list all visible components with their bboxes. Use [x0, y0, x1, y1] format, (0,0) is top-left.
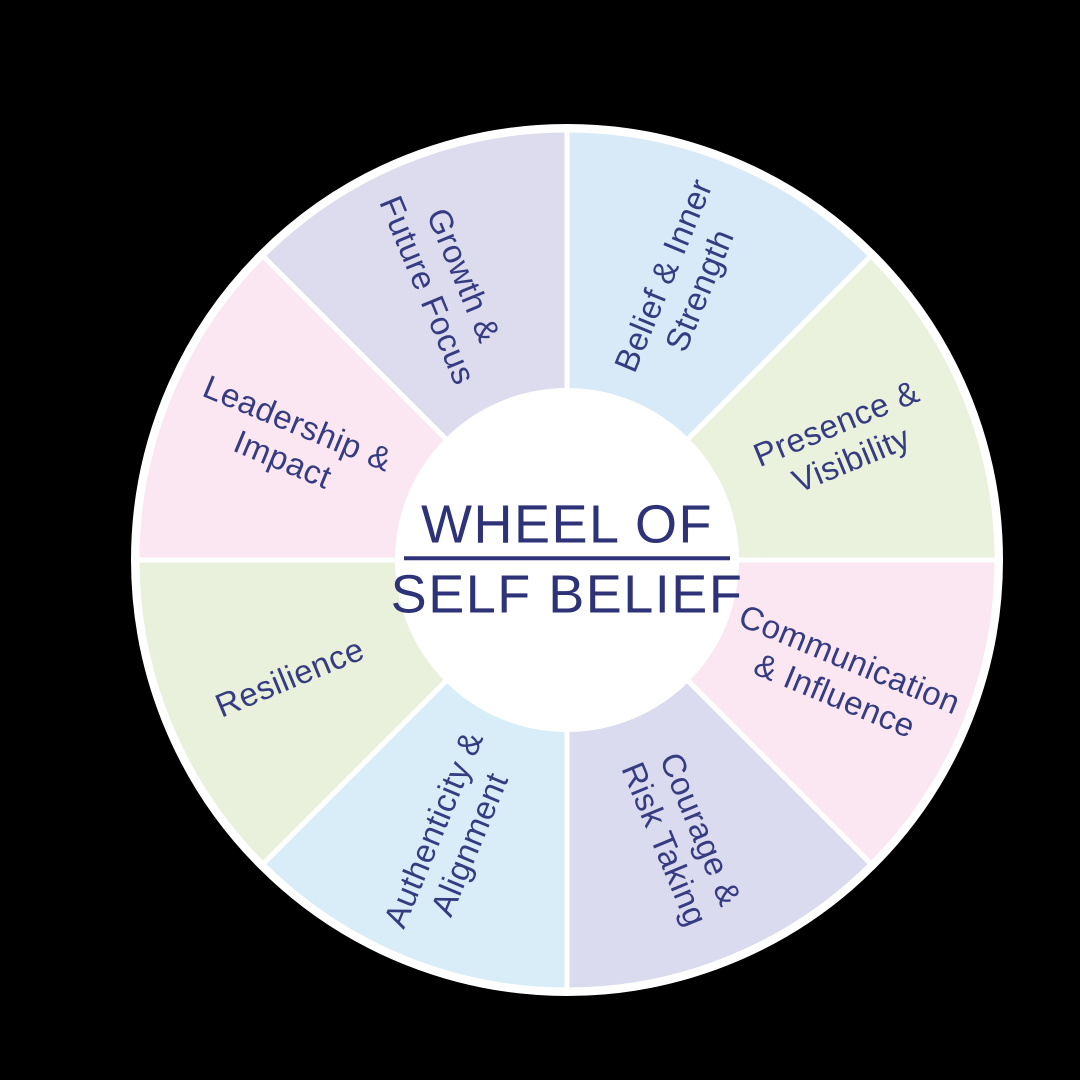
- wheel-title-line1: WHEEL OF: [420, 494, 714, 555]
- wheel-title-line2: SELF BELIEF: [390, 564, 744, 625]
- wheel-title-underline: [404, 556, 730, 561]
- wheel-outer-ring: [131, 124, 1003, 996]
- wheel-title: WHEEL OF SELF BELIEF: [357, 494, 777, 625]
